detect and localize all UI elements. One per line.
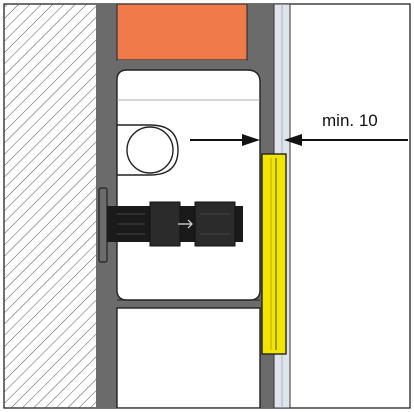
right-arrow-icon	[284, 134, 302, 146]
orange-block-base	[117, 60, 247, 70]
yellow-plate	[261, 153, 287, 355]
connector	[107, 201, 243, 247]
orange-block	[116, 4, 248, 61]
lower-panel	[116, 307, 261, 408]
dimension-arrows	[190, 134, 408, 146]
knob-inner	[126, 126, 174, 174]
device-body	[116, 69, 261, 301]
wall-hatch	[4, 4, 96, 408]
connector-clip	[149, 201, 181, 247]
left-arrow-icon	[242, 134, 260, 146]
dimension-label: min. 10	[322, 111, 378, 130]
connector-arrow-icon	[178, 219, 193, 229]
connector-plug	[194, 201, 236, 247]
mounting-bracket	[98, 187, 108, 263]
